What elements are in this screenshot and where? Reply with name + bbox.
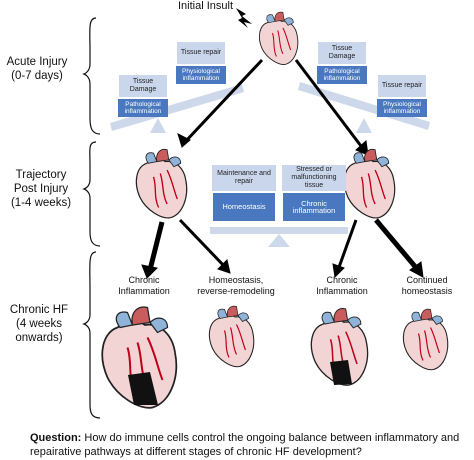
right-scale: [298, 82, 430, 133]
heart-icon: [208, 305, 255, 368]
heart-icon: [258, 11, 299, 65]
left-tissue-repair-box: Tissue repair: [177, 42, 225, 64]
lightning-icon: [236, 8, 252, 28]
center-scale: [210, 227, 348, 247]
outcome-label: Chronic Inflammation: [118, 275, 170, 296]
scar-mark: [330, 360, 352, 385]
question-text: Question: How do immune cells control th…: [30, 431, 470, 459]
right-tissue-repair-box: Tissue repair: [378, 75, 426, 97]
left-pathological-box: Pathological inflammation: [118, 99, 168, 117]
left-physiological-box: Physiological inflammation: [176, 66, 226, 84]
stage-label-acute: Acute Injury (0-7 days): [6, 56, 68, 82]
stage-label-chronic: Chronic HF (4 weeks onwards): [9, 304, 69, 344]
left-scale: [110, 84, 244, 133]
homeostasis-box: Homeostasis: [213, 193, 275, 221]
stage-brackets: [82, 17, 101, 419]
right-pathological-box: Pathological inflammation: [317, 66, 367, 84]
left-tissue-damage-box: Tissue Damage: [119, 75, 167, 97]
outcome-label: Continued homeostasis: [401, 275, 453, 296]
arrows: [141, 58, 424, 279]
maintenance-repair-box: Maintenance and repair: [212, 165, 276, 191]
stressed-tissue-box: Stressed or malfunctioning tissue: [282, 165, 346, 191]
stage-label-trajectory: Trajectory Post Injury (1-4 weeks): [10, 169, 72, 209]
scar-mark: [128, 372, 158, 405]
heart-icon: [343, 148, 396, 219]
heart-icon: [402, 308, 449, 371]
question-label: Question:: [30, 432, 82, 444]
right-physiological-box: Physiological inflammation: [377, 99, 427, 117]
chronic-inflammation-box: Chronic inflammation: [283, 193, 345, 221]
outcome-label: Chronic Inflammation: [316, 275, 368, 296]
question-body: How do immune cells control the ongoing …: [30, 432, 460, 458]
initial-insult-label: Initial Insult: [178, 0, 234, 12]
right-tissue-damage-box: Tissue Damage: [318, 42, 366, 64]
outcome-label: Homeostasis, reverse-remodeling: [197, 275, 275, 296]
heart-icon: [135, 148, 188, 219]
